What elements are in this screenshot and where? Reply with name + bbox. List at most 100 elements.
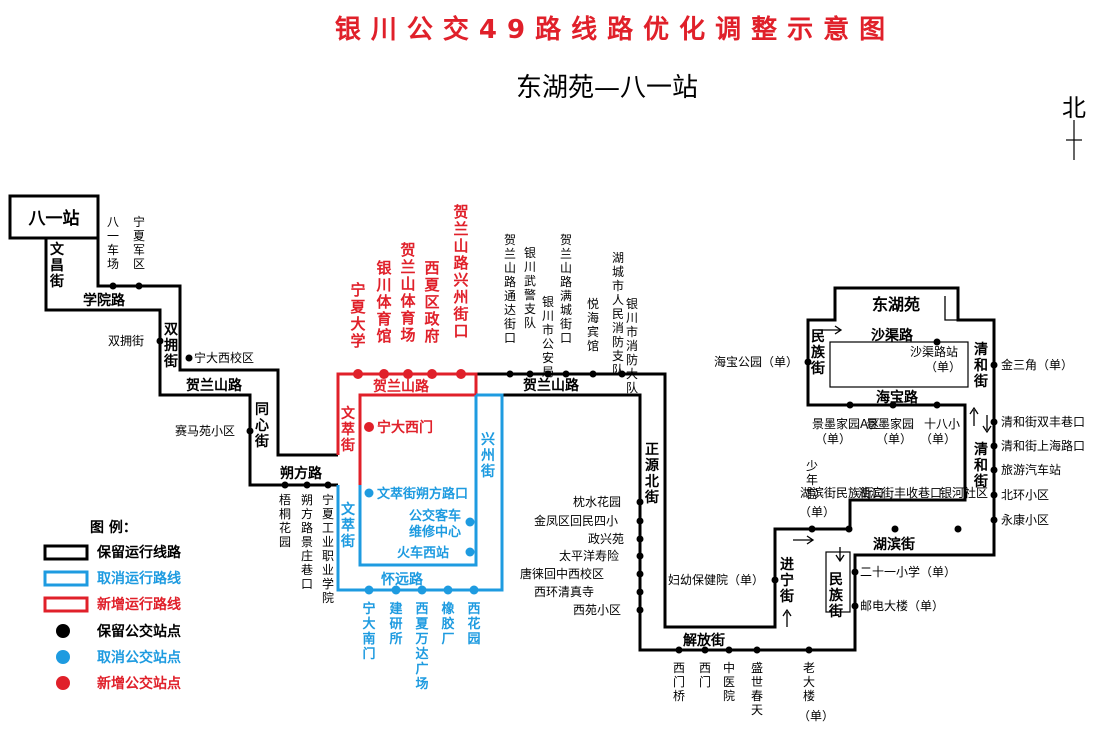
svg-text:火车西站: 火车西站: [397, 545, 449, 561]
svg-text:西门桥: 西门桥: [673, 661, 685, 703]
svg-text:保留运行线路: 保留运行线路: [96, 544, 182, 561]
svg-text:贺兰山路: 贺兰山路: [522, 377, 580, 394]
svg-text:北: 北: [1062, 94, 1086, 122]
svg-text:文昌街: 文昌街: [49, 241, 65, 290]
svg-text:湖滨街丰收巷口: 湖滨街丰收巷口: [858, 485, 942, 500]
svg-text:湖滨街民族街口: 湖滨街民族街口: [800, 485, 884, 500]
svg-text:新增运行路线: 新增运行路线: [97, 596, 181, 613]
map-title: 银川公交49路线路优化调整示意图: [335, 14, 895, 45]
svg-text:银河社区: 银河社区: [940, 485, 988, 500]
svg-text:沙渠路: 沙渠路: [871, 327, 914, 344]
svg-text:建研所: 建研所: [389, 601, 402, 647]
svg-text:宁夏工业职业学院: 宁夏工业职业学院: [322, 492, 334, 605]
svg-text:取消公交站点: 取消公交站点: [97, 649, 181, 666]
svg-text:梧桐花园: 梧桐花园: [279, 492, 291, 549]
svg-text:文萃街: 文萃街: [340, 405, 356, 454]
svg-text:文萃街: 文萃街: [340, 501, 356, 550]
svg-text:清和街: 清和街: [973, 441, 988, 490]
svg-text:银川体育馆: 银川体育馆: [375, 259, 392, 345]
svg-text:贺兰山路满城街口: 贺兰山路满城街口: [560, 233, 572, 345]
svg-text:十八小: 十八小: [924, 417, 960, 431]
svg-text:二十一小学（单）: 二十一小学（单）: [860, 564, 956, 579]
terminus-east: 东湖苑: [872, 295, 920, 314]
svg-text:八一站: 八一站: [29, 208, 80, 229]
svg-text:宁大南门: 宁大南门: [362, 601, 375, 662]
legend-keep-stop-icon: [56, 624, 70, 638]
svg-text:同心街: 同心街: [254, 402, 269, 450]
svg-text:民族街: 民族街: [828, 572, 844, 620]
svg-text:银川市消防大队: 银川市消防大队: [626, 297, 638, 395]
stop-labels-keep: 八一车场 宁夏军区 双拥街 宁大西校区 赛马苑小区 梧桐花园 朔方路景庄巷口 宁…: [107, 214, 1085, 723]
svg-text:图 例：: 图 例：: [90, 519, 137, 536]
svg-text:（单）: （单）: [925, 360, 961, 374]
svg-text:正源北街: 正源北街: [644, 442, 659, 506]
svg-text:（单）: （单）: [798, 709, 834, 723]
svg-text:西花园: 西花园: [467, 602, 480, 647]
svg-text:北环小区: 北环小区: [1001, 488, 1049, 502]
svg-text:取消运行路线: 取消运行路线: [97, 570, 181, 587]
svg-text:景墨家园: 景墨家园: [866, 416, 914, 431]
svg-text:朔方路: 朔方路: [280, 465, 323, 482]
svg-text:沙渠路站: 沙渠路站: [910, 344, 958, 359]
svg-text:湖滨街: 湖滨街: [873, 536, 915, 553]
svg-text:金三角（单）: 金三角（单）: [1001, 357, 1073, 372]
svg-text:西苑小区: 西苑小区: [573, 603, 621, 617]
svg-text:学院路: 学院路: [83, 292, 126, 309]
legend: 图 例： 保留运行线路 取消运行路线 新增运行路线 保留公交站点 取消公交站点 …: [43, 519, 182, 692]
svg-text:贺兰山路兴州街口: 贺兰山路兴州街口: [452, 203, 469, 340]
svg-text:清和街上海路口: 清和街上海路口: [1001, 438, 1085, 453]
svg-text:唐徕回中西校区: 唐徕回中西校区: [520, 566, 604, 581]
svg-text:宁大西门: 宁大西门: [377, 419, 433, 436]
legend-cancel-line-icon: [43, 570, 89, 587]
svg-text:八一车场: 八一车场: [107, 215, 119, 271]
svg-text:宁夏大学: 宁夏大学: [349, 281, 366, 350]
svg-text:海宝路: 海宝路: [876, 389, 919, 406]
svg-text:贺兰山路通达街口: 贺兰山路通达街口: [504, 233, 516, 345]
svg-text:少年宫: 少年宫: [806, 459, 818, 501]
svg-text:银川市公安局: 银川市公安局: [542, 295, 554, 379]
svg-text:文萃街朔方路口: 文萃街朔方路口: [377, 486, 468, 502]
svg-text:景墨家园A区: 景墨家园A区: [812, 416, 880, 431]
svg-text:邮电大楼（单）: 邮电大楼（单）: [860, 598, 944, 613]
svg-text:旅游汽车站: 旅游汽车站: [1001, 462, 1061, 477]
map-subtitle: 东湖苑—八一站: [516, 73, 698, 103]
svg-text:枕水花园: 枕水花园: [573, 494, 621, 509]
route-line-cancel: [336, 393, 504, 592]
legend-new-stop-icon: [56, 676, 70, 690]
svg-text:清和街双丰巷口: 清和街双丰巷口: [1001, 415, 1085, 429]
svg-text:双拥街: 双拥街: [108, 334, 144, 348]
svg-text:贺兰山体育场: 贺兰山体育场: [399, 241, 416, 344]
stop-labels-new: 宁夏大学 银川体育馆 贺兰山体育场 西夏区政府 贺兰山路兴州街口 宁大西门: [349, 203, 469, 436]
east-loop-inner: [825, 341, 969, 613]
svg-text:（单）: （单）: [876, 432, 912, 446]
svg-text:怀远路: 怀远路: [381, 571, 424, 588]
svg-text:新增公交站点: 新增公交站点: [97, 675, 181, 692]
svg-text:盛世春天: 盛世春天: [751, 660, 763, 717]
direction-arrows: [782, 296, 992, 627]
svg-text:（单）: （单）: [920, 432, 956, 446]
legend-keep-line-icon: [43, 544, 89, 561]
svg-text:政兴苑: 政兴苑: [588, 532, 624, 546]
stop-labels-cancel: 文萃街朔方路口 公交客车维修中心 火车西站 宁大南门 建研所 西夏万达广场 橡胶…: [362, 486, 480, 692]
svg-text:公交客车维修中心: 公交客车维修中心: [409, 508, 461, 540]
svg-text:贺兰山路: 贺兰山路: [185, 377, 243, 394]
svg-text:双拥街: 双拥街: [163, 322, 178, 370]
svg-text:橡胶厂: 橡胶厂: [441, 601, 455, 647]
svg-text:（单）: （单）: [815, 432, 851, 446]
svg-text:（单）: （单）: [799, 505, 835, 519]
svg-text:宁夏军区: 宁夏军区: [133, 214, 145, 271]
terminus-west: 八一站: [8, 194, 100, 240]
stop-dots: [109, 282, 998, 654]
svg-text:西夏区政府: 西夏区政府: [423, 259, 440, 345]
svg-text:民族街: 民族街: [810, 329, 826, 377]
route-line-new: [336, 372, 478, 485]
svg-text:宁大西校区: 宁大西校区: [194, 350, 254, 365]
svg-text:太平洋寿险: 太平洋寿险: [559, 548, 619, 563]
svg-text:悦海宾馆: 悦海宾馆: [587, 297, 599, 353]
svg-text:赛马苑小区: 赛马苑小区: [175, 423, 235, 438]
svg-text:兴州街: 兴州街: [480, 431, 495, 480]
svg-text:妇幼保健院（单）: 妇幼保健院（单）: [668, 573, 764, 587]
svg-text:湖城市人民消防支队: 湖城市人民消防支队: [612, 250, 624, 377]
svg-text:进宁街: 进宁街: [779, 557, 794, 605]
